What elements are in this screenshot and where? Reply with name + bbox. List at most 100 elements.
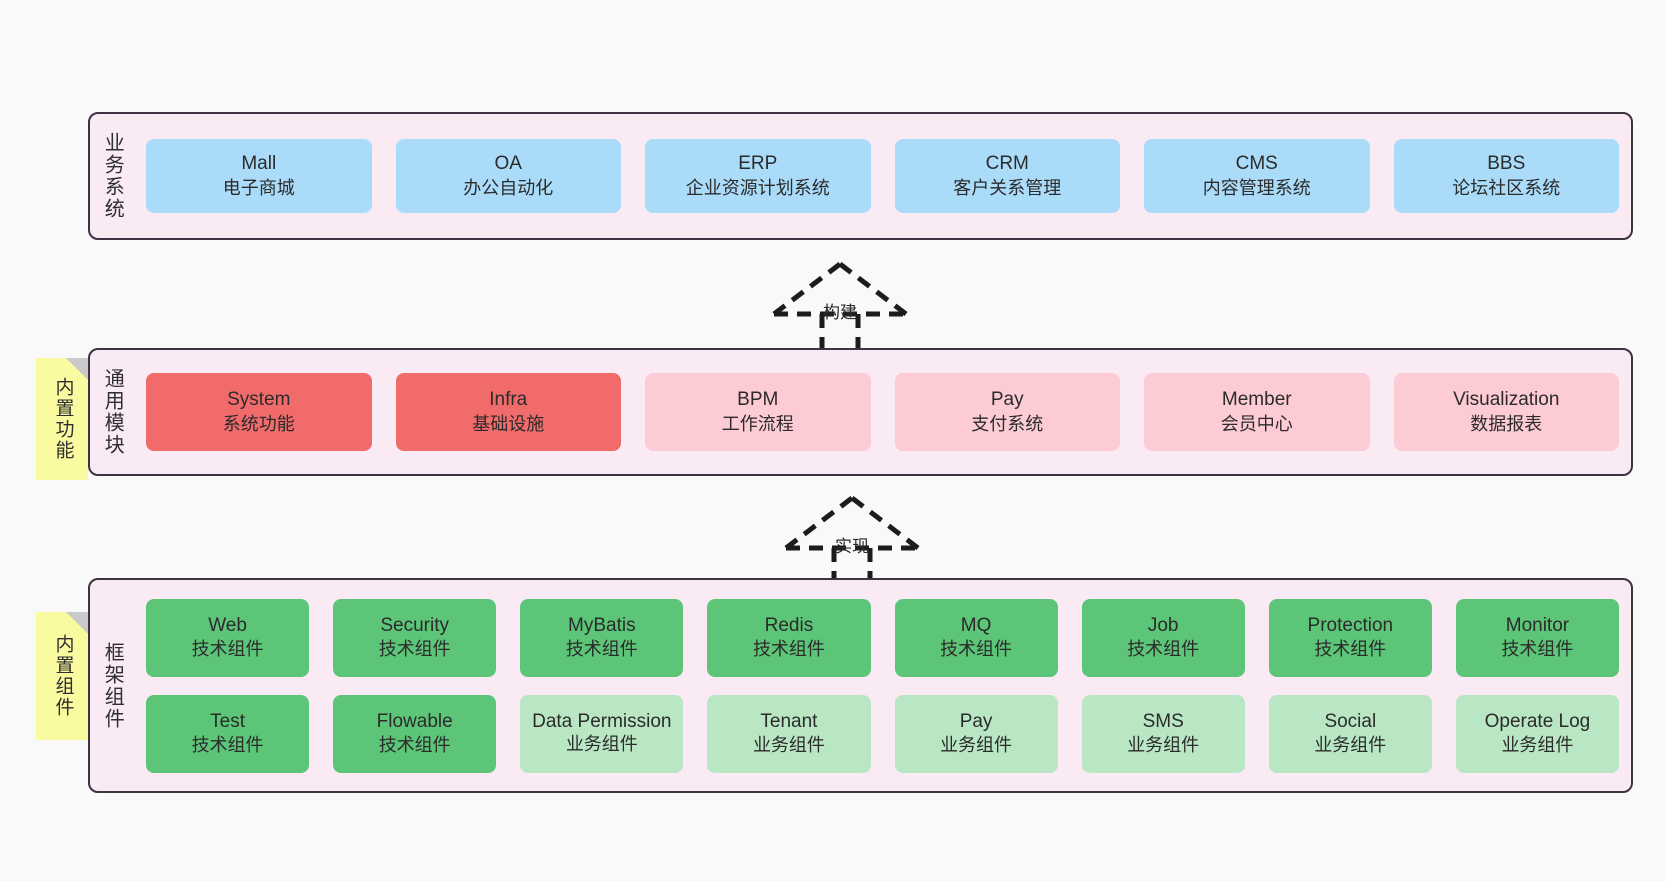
layer-framework-components-body: Web 技术组件 Security 技术组件 MyBatis 技术组件 Redi… (134, 580, 1631, 791)
card-pay-component[interactable]: Pay 业务组件 (894, 694, 1058, 773)
layer-business-systems-body: Mall 电子商城 OA 办公自动化 ERP 企业资源计划系统 CRM 客户关系… (134, 114, 1631, 238)
card-infra[interactable]: Infra 基础设施 (395, 373, 621, 451)
card-monitor[interactable]: Monitor 技术组件 (1455, 598, 1619, 677)
card-cms-title: CMS (1235, 153, 1278, 175)
card-mybatis-subtitle: 技术组件 (565, 639, 638, 660)
card-operate-log-subtitle: 业务组件 (1501, 735, 1574, 756)
card-data-permission-subtitle: 业务组件 (565, 734, 638, 755)
card-sms-title: SMS (1142, 710, 1184, 732)
card-pay-module[interactable]: Pay 支付系统 (894, 373, 1120, 451)
card-tenant-title: Tenant (760, 710, 818, 732)
card-sms-subtitle: 业务组件 (1127, 735, 1200, 756)
card-pay-component-subtitle: 业务组件 (940, 735, 1013, 756)
card-job-subtitle: 技术组件 (1127, 639, 1200, 660)
card-visualization[interactable]: Visualization 数据报表 (1393, 373, 1619, 451)
card-web[interactable]: Web 技术组件 (146, 598, 310, 677)
card-infra-title: Infra (489, 389, 528, 411)
card-member-title: Member (1221, 389, 1292, 411)
card-erp-title: ERP (738, 153, 778, 175)
card-erp-subtitle: 企业资源计划系统 (685, 177, 830, 198)
card-bbs[interactable]: BBS 论坛社区系统 (1393, 139, 1619, 213)
card-mq-title: MQ (960, 614, 992, 636)
connector-realize: 实现 (772, 492, 932, 588)
card-visualization-title: Visualization (1453, 389, 1560, 411)
card-mall-title: Mall (241, 153, 277, 175)
card-crm[interactable]: CRM 客户关系管理 (894, 139, 1120, 213)
card-redis[interactable]: Redis 技术组件 (707, 598, 871, 677)
card-bpm-subtitle: 工作流程 (721, 413, 794, 434)
card-bbs-subtitle: 论坛社区系统 (1452, 177, 1561, 198)
card-test-title: Test (210, 710, 245, 732)
sticky-fold-icon (66, 612, 88, 634)
card-data-permission-title: Data Permission (532, 710, 672, 732)
card-member-subtitle: 会员中心 (1220, 413, 1293, 434)
card-redis-title: Redis (764, 614, 814, 636)
card-protection[interactable]: Protection 技术组件 (1268, 598, 1432, 677)
card-operate-log[interactable]: Operate Log 业务组件 (1455, 694, 1619, 773)
card-infra-subtitle: 基础设施 (472, 413, 545, 434)
card-protection-title: Protection (1307, 614, 1394, 636)
card-oa-subtitle: 办公自动化 (463, 177, 554, 198)
sticky-note-builtin-components-label: 内置组件 (52, 634, 74, 718)
card-security-title: Security (380, 614, 449, 636)
card-web-subtitle: 技术组件 (191, 639, 264, 660)
sticky-note-builtin-components: 内置组件 (36, 612, 88, 740)
card-mall[interactable]: Mall 电子商城 (146, 139, 372, 213)
layer-business-systems-label: 业务系统 (101, 132, 124, 220)
card-member[interactable]: Member 会员中心 (1144, 373, 1370, 451)
card-cms[interactable]: CMS 内容管理系统 (1144, 139, 1370, 213)
layer-general-modules: 通用模块 System 系统功能 Infra 基础设施 BPM 工作流程 Pay… (88, 348, 1633, 476)
module-card-row: System 系统功能 Infra 基础设施 BPM 工作流程 Pay 支付系统… (146, 373, 1619, 451)
card-system-title: System (227, 389, 291, 411)
card-oa[interactable]: OA 办公自动化 (395, 139, 621, 213)
card-protection-subtitle: 技术组件 (1314, 639, 1387, 660)
card-test[interactable]: Test 技术组件 (146, 694, 310, 773)
layer-general-modules-body: System 系统功能 Infra 基础设施 BPM 工作流程 Pay 支付系统… (134, 350, 1631, 474)
card-tenant-subtitle: 业务组件 (752, 735, 825, 756)
card-tenant[interactable]: Tenant 业务组件 (707, 694, 871, 773)
card-mq[interactable]: MQ 技术组件 (894, 598, 1058, 677)
card-system[interactable]: System 系统功能 (146, 373, 372, 451)
card-social-subtitle: 业务组件 (1314, 735, 1387, 756)
card-system-subtitle: 系统功能 (222, 413, 295, 434)
card-oa-title: OA (494, 153, 522, 175)
business-card-row: Mall 电子商城 OA 办公自动化 ERP 企业资源计划系统 CRM 客户关系… (146, 139, 1619, 213)
framework-card-row-1: Web 技术组件 Security 技术组件 MyBatis 技术组件 Redi… (146, 598, 1619, 677)
sticky-note-builtin-functions: 内置功能 (36, 358, 88, 480)
card-security-subtitle: 技术组件 (378, 639, 451, 660)
card-job[interactable]: Job 技术组件 (1081, 598, 1245, 677)
card-crm-subtitle: 客户关系管理 (953, 177, 1062, 198)
sticky-fold-icon (66, 358, 88, 380)
card-mall-subtitle: 电子商城 (222, 177, 295, 198)
card-pay-component-title: Pay (959, 710, 993, 732)
layer-business-systems: 业务系统 Mall 电子商城 OA 办公自动化 ERP 企业资源计划系统 CRM… (88, 112, 1633, 240)
card-mq-subtitle: 技术组件 (940, 639, 1013, 660)
card-social[interactable]: Social 业务组件 (1268, 694, 1432, 773)
card-redis-subtitle: 技术组件 (752, 639, 825, 660)
card-monitor-subtitle: 技术组件 (1501, 639, 1574, 660)
card-web-title: Web (208, 614, 247, 636)
card-bpm[interactable]: BPM 工作流程 (645, 373, 871, 451)
card-job-title: Job (1147, 614, 1179, 636)
card-flowable[interactable]: Flowable 技术组件 (333, 694, 497, 773)
layer-general-modules-label: 通用模块 (101, 368, 124, 456)
card-security[interactable]: Security 技术组件 (333, 598, 497, 677)
card-sms[interactable]: SMS 业务组件 (1081, 694, 1245, 773)
card-bbs-title: BBS (1487, 153, 1526, 175)
card-mybatis[interactable]: MyBatis 技术组件 (520, 598, 684, 677)
card-flowable-subtitle: 技术组件 (378, 735, 451, 756)
card-operate-log-title: Operate Log (1484, 710, 1591, 732)
connector-build: 构建 (760, 258, 920, 354)
layer-framework-components-label: 框架组件 (101, 641, 124, 730)
card-crm-title: CRM (985, 153, 1029, 175)
card-cms-subtitle: 内容管理系统 (1202, 177, 1311, 198)
card-pay-module-title: Pay (990, 389, 1024, 411)
connector-realize-label: 实现 (835, 537, 869, 556)
sticky-note-builtin-functions-label: 内置功能 (52, 377, 74, 461)
card-test-subtitle: 技术组件 (191, 735, 264, 756)
card-social-title: Social (1324, 710, 1377, 732)
card-data-permission[interactable]: Data Permission 业务组件 (520, 694, 684, 773)
card-erp[interactable]: ERP 企业资源计划系统 (645, 139, 871, 213)
card-monitor-title: Monitor (1505, 614, 1570, 636)
card-mybatis-title: MyBatis (568, 614, 636, 636)
